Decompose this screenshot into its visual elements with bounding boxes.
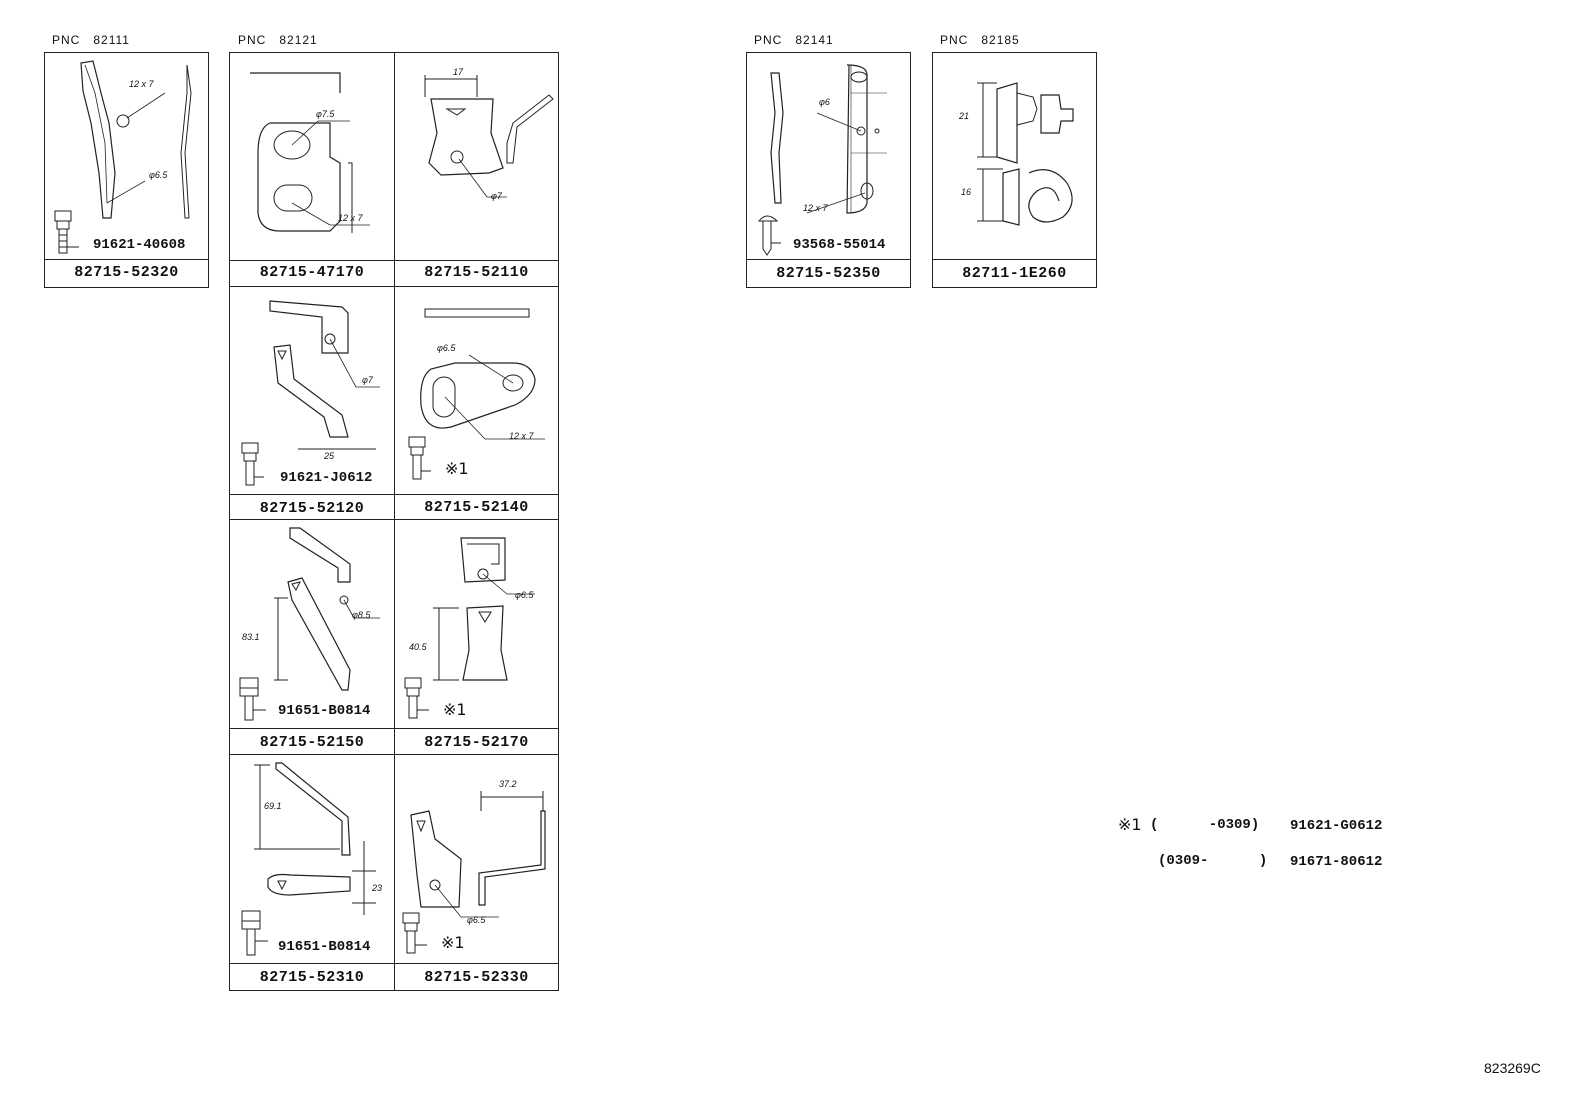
bracket-drawing <box>230 755 396 963</box>
part-card-82715-52170[interactable]: φ6.5 40.5 ※1 82715-52170 <box>394 519 559 755</box>
screw-icon <box>759 216 781 255</box>
bracket-drawing <box>395 755 560 963</box>
bolt-icon <box>409 437 431 479</box>
dim-label: 16 <box>961 187 972 197</box>
part-number[interactable]: 82715-52110 <box>424 264 529 281</box>
part-card-82715-52150[interactable]: 83.1 φ8.5 91651-B0814 82715-52150 <box>229 519 395 755</box>
part-card-82715-52140[interactable]: φ6.5 12 x 7 ※1 82715-52140 <box>394 286 559 520</box>
part-card-82715-52310[interactable]: 69.1 23 91651-B0814 82715-52310 <box>229 754 395 991</box>
part-card-82715-47170[interactable]: φ7.5 12 x 7 82715-47170 <box>229 52 395 287</box>
clip-drawing <box>933 53 1098 259</box>
part-number[interactable]: 82715-52350 <box>776 265 881 282</box>
bracket-drawing <box>395 53 560 260</box>
part-card-82715-52320[interactable]: 12 x 7 φ6.5 91621-40608 82715-52320 <box>44 52 209 288</box>
pnc-label-82121: PNC 82121 <box>238 33 318 47</box>
bracket-drawing <box>395 520 560 728</box>
part-card-82715-52350[interactable]: φ6 12 x 7 93568-55014 82715-52350 <box>746 52 911 288</box>
footnote-range-2: (0309- ) <box>1158 853 1268 869</box>
part-number[interactable]: 82715-52140 <box>424 499 529 516</box>
footnote-range-1: ( -0309) <box>1150 817 1260 833</box>
bolt-icon <box>405 678 429 718</box>
part-number[interactable]: 82715-47170 <box>259 264 365 281</box>
footnote-part-2[interactable]: 91671-80612 <box>1290 854 1383 870</box>
bolt-part-number[interactable]: 91651-B0814 <box>278 939 371 955</box>
dim-label: 83.1 <box>242 632 260 642</box>
part-number[interactable]: 82715-52150 <box>259 734 365 751</box>
part-card-82715-52120[interactable]: φ7 25 91621-J0612 82715-52120 <box>229 286 395 520</box>
part-number[interactable]: 82715-52310 <box>259 969 365 986</box>
dim-label: φ7.5 <box>316 109 335 119</box>
part-number[interactable]: 82715-52330 <box>424 969 529 986</box>
pnc-label-82111: PNC 82111 <box>52 33 130 47</box>
dim-label: 12 x 7 <box>803 203 828 213</box>
footnote-ref-mark: ※1 <box>445 459 469 478</box>
bracket-drawing <box>230 520 396 728</box>
dim-label: φ6 <box>819 97 830 107</box>
dim-label: 69.1 <box>264 801 282 811</box>
footnote-ref-mark: ※1 <box>443 700 467 719</box>
bolt-part-number[interactable]: 91621-40608 <box>93 237 186 253</box>
dim-label: 12 x 7 <box>509 431 534 441</box>
bolt-icon <box>240 678 266 720</box>
dim-label: 12 x 7 <box>338 213 363 223</box>
dim-label: φ6.5 <box>467 915 486 925</box>
bracket-drawing <box>747 53 912 259</box>
part-number[interactable]: 82715-52120 <box>259 500 365 517</box>
bracket-drawing <box>45 53 210 259</box>
dim-label: φ8.5 <box>352 610 371 620</box>
dim-label: φ6.5 <box>149 170 168 180</box>
dim-label: 25 <box>324 451 335 461</box>
bolt-icon <box>403 913 427 953</box>
bracket-drawing <box>395 287 560 493</box>
dim-label: φ7 <box>362 375 373 385</box>
part-number[interactable]: 82711-1E260 <box>962 265 1067 282</box>
dim-label: φ6.5 <box>437 343 456 353</box>
bolt-icon <box>242 443 264 485</box>
footnote-symbol: ※1 <box>1118 815 1142 834</box>
footnote-part-1[interactable]: 91621-G0612 <box>1290 818 1383 834</box>
dim-label: φ6.5 <box>515 590 534 600</box>
bracket-drawing <box>230 287 396 493</box>
bolt-icon <box>55 211 79 253</box>
part-card-82715-52110[interactable]: 17 φ7 82715-52110 <box>394 52 559 287</box>
part-number[interactable]: 82715-52170 <box>424 734 529 751</box>
dim-label: 23 <box>372 883 383 893</box>
dim-label: 17 <box>453 67 464 77</box>
bolt-icon <box>242 911 268 955</box>
diagram-reference: 823269C <box>1484 1060 1541 1076</box>
dim-label: 12 x 7 <box>129 79 154 89</box>
footnote-ref-mark: ※1 <box>441 933 465 952</box>
bolt-part-number[interactable]: 91621-J0612 <box>280 470 373 486</box>
part-number[interactable]: 82715-52320 <box>74 264 179 281</box>
bolt-part-number[interactable]: 91651-B0814 <box>278 703 371 719</box>
dim-label: 21 <box>959 111 970 121</box>
dim-label: 40.5 <box>409 642 427 652</box>
pnc-label-82185: PNC 82185 <box>940 33 1020 47</box>
part-card-82715-52330[interactable]: 37.2 φ6.5 ※1 82715-52330 <box>394 754 559 991</box>
dim-label: φ7 <box>491 191 502 201</box>
bolt-part-number[interactable]: 93568-55014 <box>793 237 886 253</box>
bracket-drawing <box>230 53 396 260</box>
part-card-82711-1E260[interactable]: 21 16 82711-1E260 <box>932 52 1097 288</box>
dim-label: 37.2 <box>499 779 517 789</box>
pnc-label-82141: PNC 82141 <box>754 33 834 47</box>
